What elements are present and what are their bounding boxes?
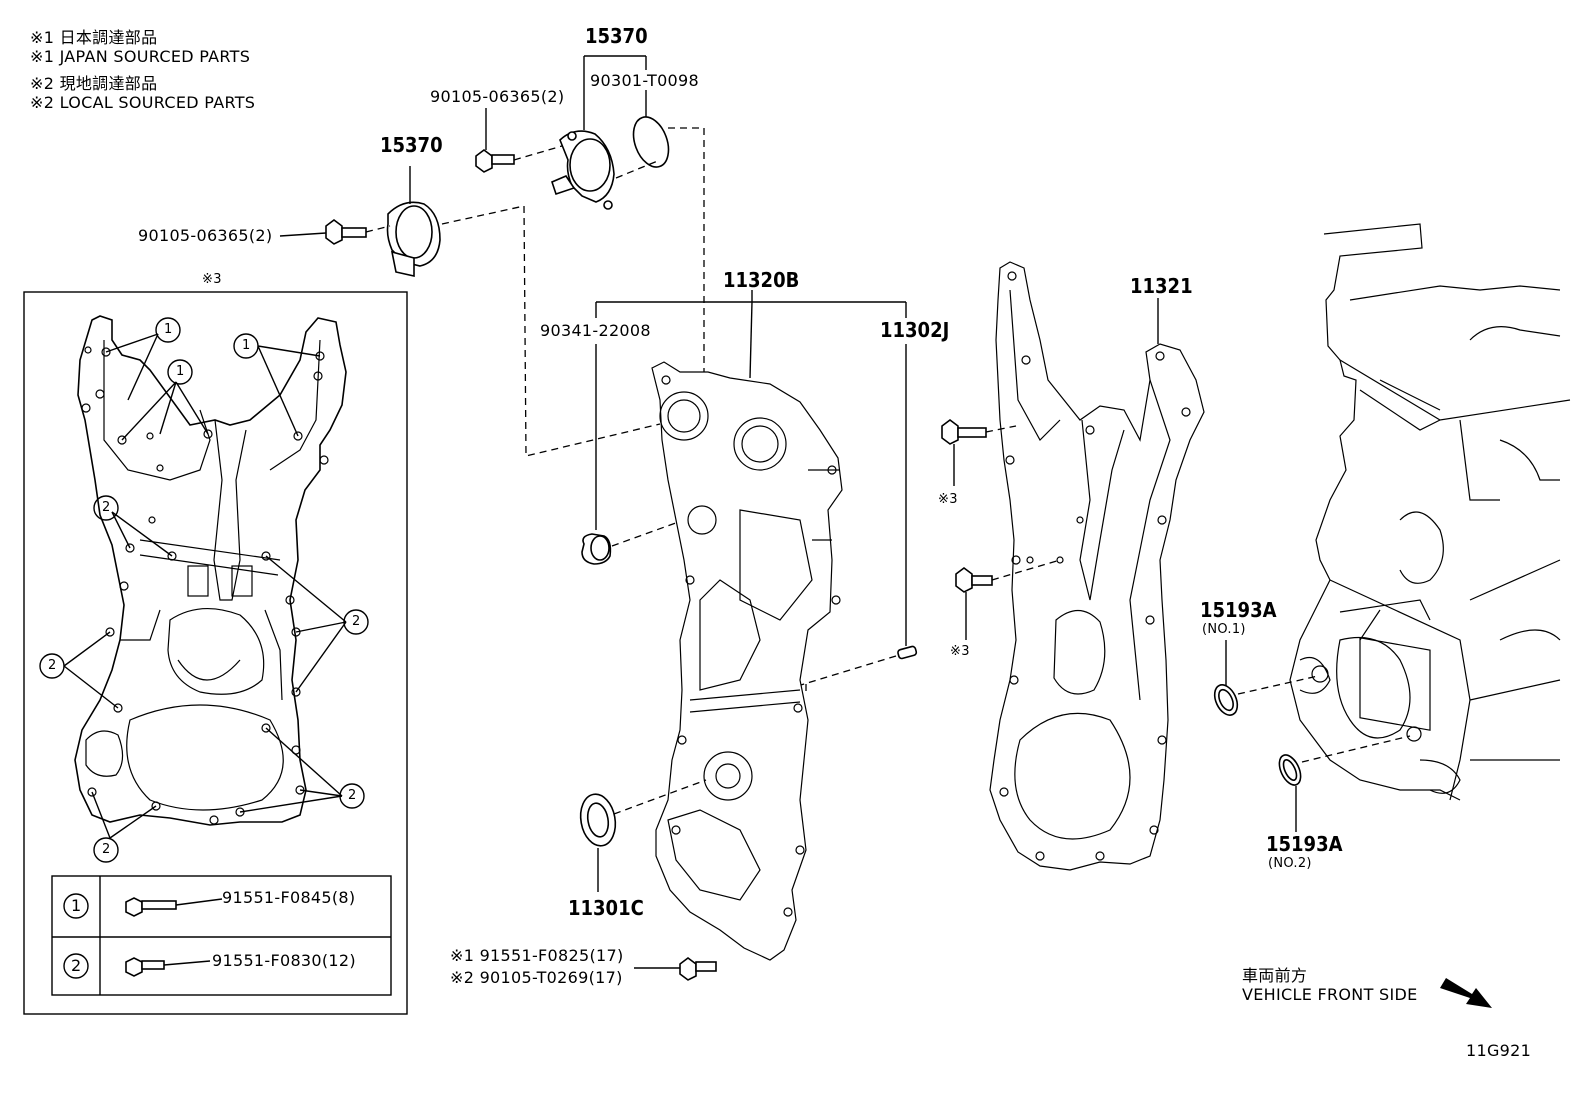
inset-callout-2b: 2 bbox=[352, 614, 361, 629]
inset-holes bbox=[81, 346, 329, 825]
note-japan-jp: ※1 日本調達部品 bbox=[30, 28, 158, 47]
part-90105-top[interactable]: 90105-06365(2) bbox=[430, 87, 565, 106]
part-90341-22008[interactable]: 90341-22008 bbox=[540, 321, 651, 340]
part-bolt-local[interactable]: ※2 90105-T0269(17) bbox=[450, 968, 623, 987]
vehicle-front-en: VEHICLE FRONT SIDE bbox=[1242, 985, 1418, 1004]
leader-11320b bbox=[595, 290, 907, 646]
part-90105-left[interactable]: 90105-06365(2) bbox=[138, 226, 273, 245]
part-11320b[interactable]: 11320B bbox=[723, 268, 800, 292]
plug-90341 bbox=[581, 533, 612, 565]
vehicle-front-arrow bbox=[1440, 978, 1492, 1008]
leader-15370-top bbox=[583, 55, 647, 130]
seal-15193a-no2 bbox=[1278, 754, 1302, 786]
part-15193a-no2[interactable]: 15193A bbox=[1266, 832, 1343, 856]
note-local-jp: ※2 現地調達部品 bbox=[30, 74, 158, 93]
part-15370-left[interactable]: 15370 bbox=[380, 133, 443, 157]
ref3-upper: ※3 bbox=[938, 492, 958, 507]
inset-callout-2d: 2 bbox=[348, 788, 357, 803]
o-ring-90301 bbox=[632, 116, 670, 168]
inset-callouts bbox=[39, 317, 369, 979]
inset-callout-2e: 2 bbox=[102, 842, 111, 857]
bolt-ref3-upper bbox=[941, 419, 987, 445]
note-local-en: ※2 LOCAL SOURCED PARTS bbox=[30, 93, 256, 112]
inset-callout-1c: 1 bbox=[176, 364, 185, 379]
gasket-11321 bbox=[989, 261, 1205, 871]
timing-cover-11320b bbox=[651, 361, 843, 961]
oil-seal-11301c bbox=[579, 793, 617, 847]
part-15370-top[interactable]: 15370 bbox=[585, 24, 648, 48]
inset-table-symbol-1: 1 bbox=[71, 896, 82, 915]
part-15193a-no2-sub: (NO.2) bbox=[1268, 856, 1312, 871]
bolt-ref3-lower bbox=[955, 567, 993, 593]
inset-table-part-2[interactable]: 91551-F0830(12) bbox=[212, 951, 356, 970]
inset-cover-drawing bbox=[74, 315, 347, 826]
bolt-91551-bottom bbox=[679, 957, 717, 981]
bolt-90105-left bbox=[325, 219, 367, 245]
engine-block bbox=[1289, 223, 1571, 801]
part-90301-t0098[interactable]: 90301-T0098 bbox=[590, 71, 699, 90]
inset-table-part-1[interactable]: 91551-F0845(8) bbox=[222, 888, 356, 907]
ref3-lower: ※3 bbox=[950, 644, 970, 659]
part-bolt-japan[interactable]: ※1 91551-F0825(17) bbox=[450, 946, 624, 965]
bolt-90105-top bbox=[475, 149, 515, 173]
cam-sensor-top bbox=[551, 130, 615, 210]
seal-15193a-no1 bbox=[1213, 684, 1239, 716]
part-11302j[interactable]: 11302J bbox=[880, 318, 950, 342]
inset-callout-1a: 1 bbox=[164, 322, 173, 337]
vehicle-front-jp: 車両前方 bbox=[1242, 966, 1308, 985]
inset-callout-2c: 2 bbox=[48, 658, 57, 673]
part-15193a-no1-sub: (NO.1) bbox=[1202, 622, 1246, 637]
diagram-code: 11G921 bbox=[1466, 1041, 1532, 1060]
inset-bolt-icons bbox=[125, 897, 223, 977]
inset-table bbox=[51, 875, 392, 996]
inset-frame bbox=[23, 291, 408, 1015]
inset-table-symbol-2: 2 bbox=[71, 956, 82, 975]
part-11301c[interactable]: 11301C bbox=[568, 896, 644, 920]
inset-callout-2a: 2 bbox=[102, 500, 111, 515]
cam-sensor-left bbox=[386, 201, 441, 277]
part-15193a-no1[interactable]: 15193A bbox=[1200, 598, 1277, 622]
note-japan-en: ※1 JAPAN SOURCED PARTS bbox=[30, 47, 251, 66]
inset-leaders bbox=[63, 333, 347, 839]
inset-ref3: ※3 bbox=[202, 272, 222, 287]
inset-callout-1b: 1 bbox=[242, 338, 251, 353]
pin-11302j bbox=[897, 645, 918, 660]
part-11321[interactable]: 11321 bbox=[1130, 274, 1193, 298]
